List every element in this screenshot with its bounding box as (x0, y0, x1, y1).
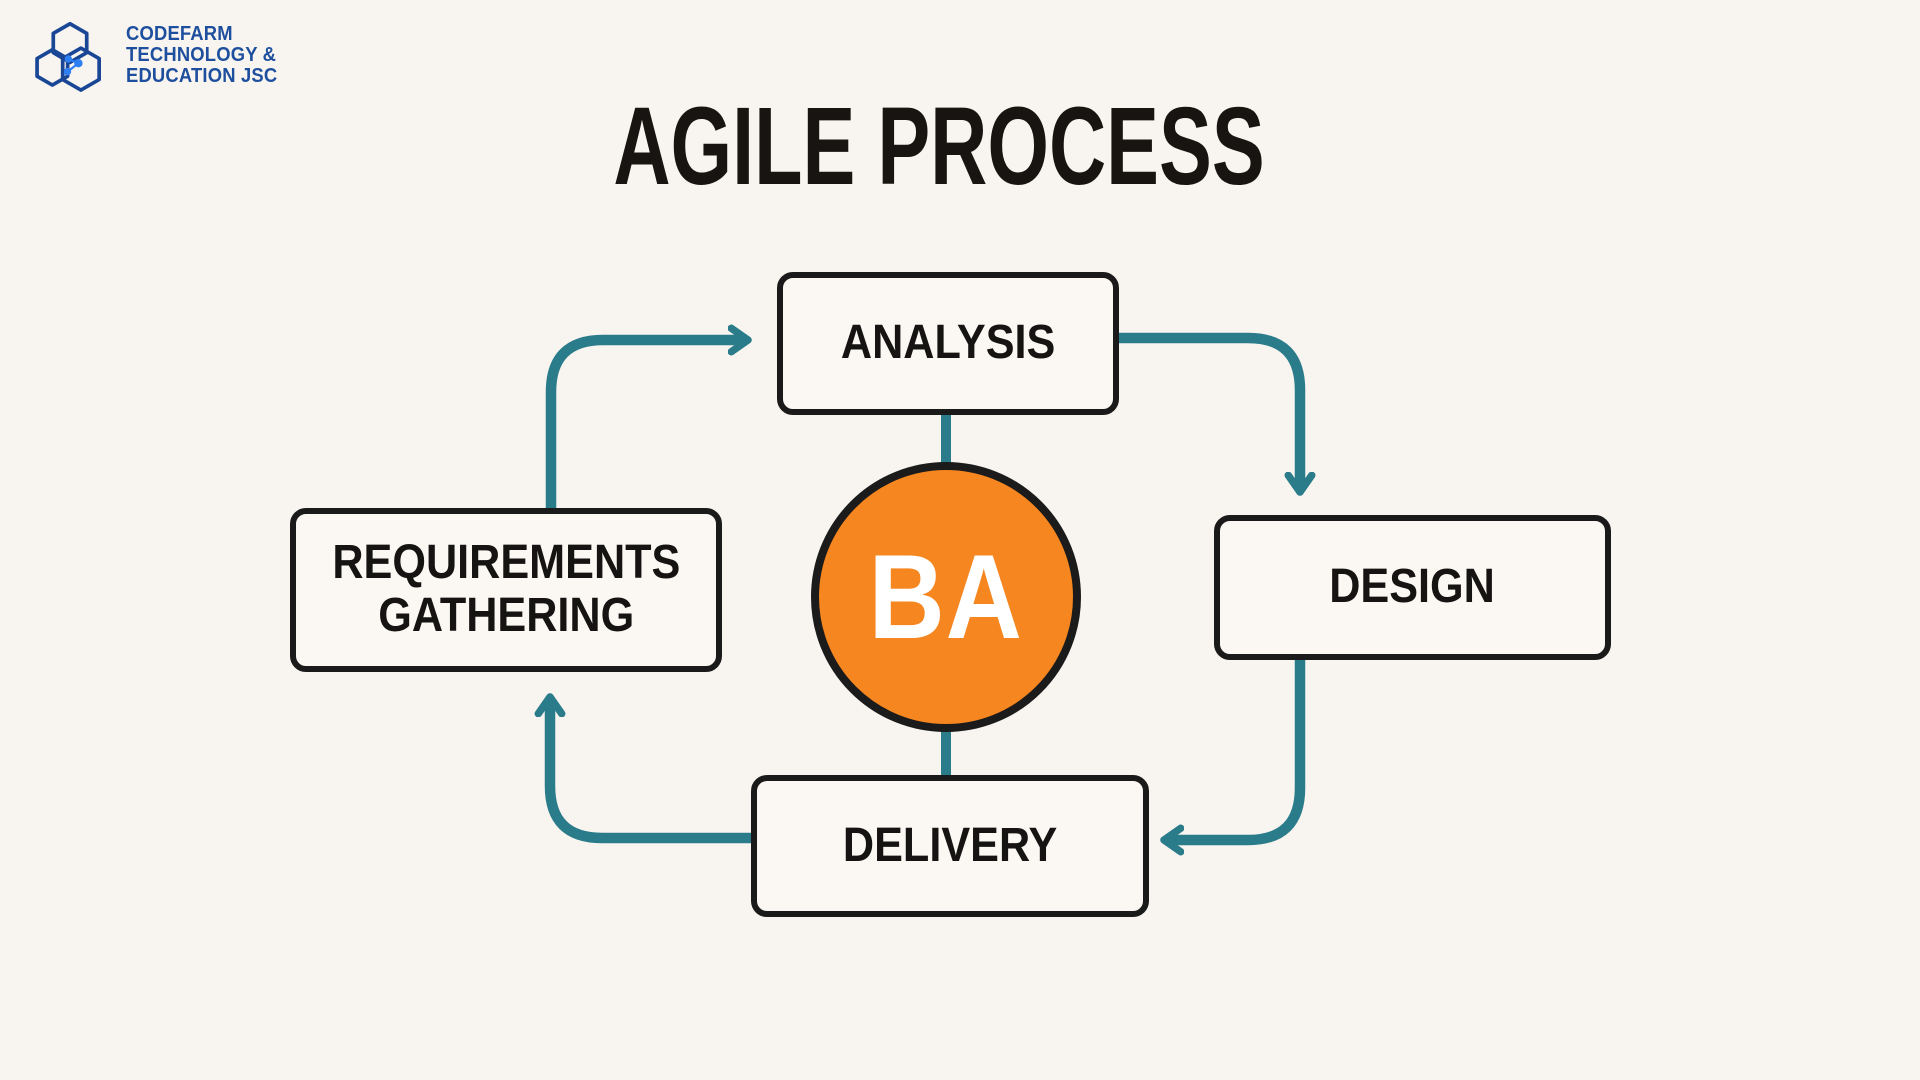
process-box-design-label: DESIGN (1329, 560, 1496, 614)
process-box-analysis-label: ANALYSIS (840, 316, 1056, 370)
connector-design-to-delivery (1174, 653, 1306, 840)
connector-requirements-to-analysis (545, 340, 738, 515)
process-box-design: DESIGN (1214, 515, 1611, 660)
page-title-wrap: AGILE PROCESS (487, 92, 1392, 202)
ba-badge-label: BA (868, 530, 1024, 664)
connector-analysis-to-design (1113, 332, 1300, 482)
process-box-analysis: ANALYSIS (777, 272, 1119, 415)
company-logo: CODEFARM TECHNOLOGY & EDUCATION JSC (28, 14, 290, 98)
company-name-line-1: CODEFARM (126, 23, 233, 45)
process-box-delivery: DELIVERY (751, 775, 1149, 917)
page-title: AGILE PROCESS (613, 85, 1265, 208)
company-name-line-3: EDUCATION JSC (126, 65, 278, 87)
process-box-requirements-label-line1: REQUIREMENTS (331, 536, 681, 590)
process-box-requirements-label-line2: GATHERING (378, 589, 634, 642)
connector-delivery-to-requirements (550, 707, 757, 844)
codefarm-hexagons-icon (35, 21, 101, 92)
process-box-delivery-label: DELIVERY (842, 818, 1058, 872)
ba-center-badge: BA (811, 462, 1081, 732)
company-name-line-2: TECHNOLOGY & (126, 44, 277, 66)
process-box-requirements-gathering: REQUIREMENTS GATHERING (290, 508, 722, 672)
company-name: CODEFARM TECHNOLOGY & EDUCATION JSC (126, 24, 290, 87)
